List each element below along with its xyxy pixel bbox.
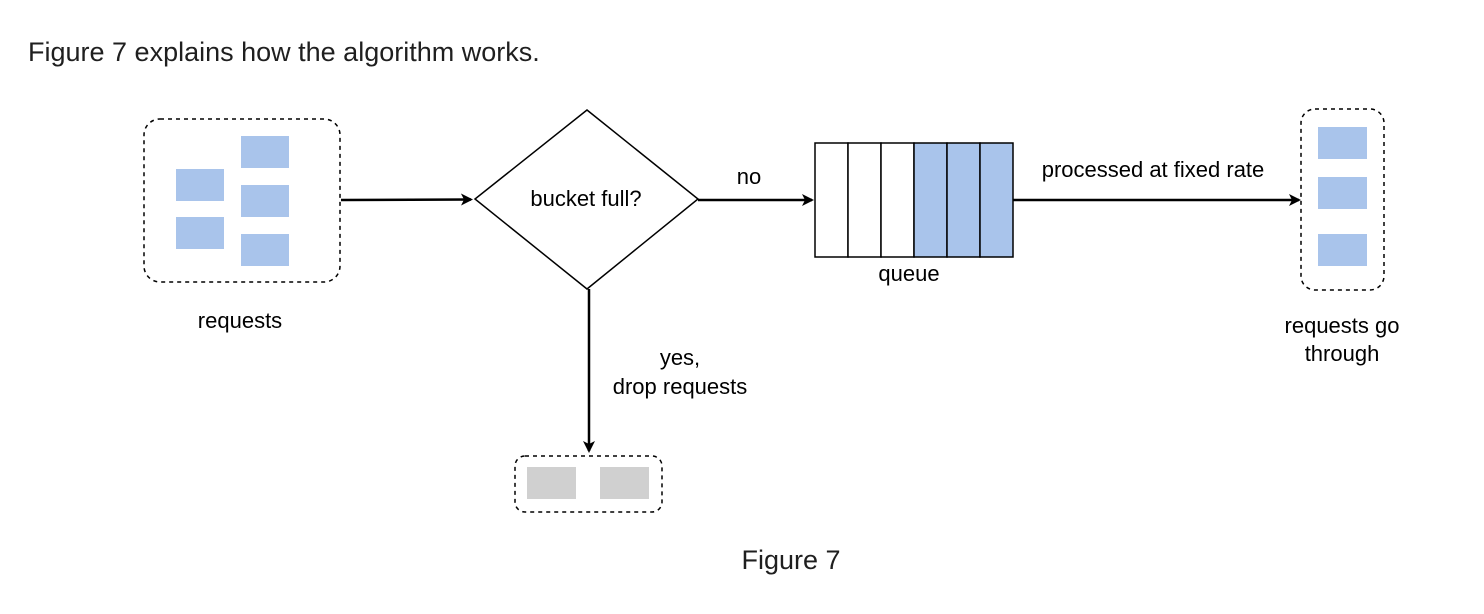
request-block <box>176 217 224 249</box>
output-label-line1: requests go <box>1285 313 1400 338</box>
queue-slot-empty <box>847 142 882 258</box>
request-block <box>1318 234 1367 266</box>
request-block <box>241 234 289 266</box>
incoming-requests-container <box>143 118 341 283</box>
incoming-requests-group: requests <box>143 118 341 333</box>
yes-label-line1: yes, <box>660 345 700 370</box>
figure-caption: Figure 7 <box>741 545 841 575</box>
queue-slot-filled <box>946 142 981 258</box>
request-block <box>241 136 289 168</box>
request-block <box>1318 177 1367 209</box>
output-label-line2: through <box>1305 341 1380 366</box>
queue: queue <box>814 142 1014 286</box>
dropped-request-block <box>600 467 649 499</box>
decision-diamond <box>473 109 700 290</box>
requests-label: requests <box>198 308 282 333</box>
dropped-requests-container <box>514 455 663 513</box>
request-block <box>1318 127 1367 159</box>
request-block <box>241 185 289 217</box>
queue-label: queue <box>878 261 939 286</box>
queue-slot-filled <box>913 142 948 258</box>
dropped-requests-group <box>514 455 663 513</box>
intro-text: Figure 7 explains how the algorithm work… <box>28 37 540 67</box>
arrow-to-decision <box>340 193 473 206</box>
dropped-request-block <box>527 467 576 499</box>
output-requests-group: requests go through <box>1285 108 1400 366</box>
yes-label-line2: drop requests <box>613 374 748 399</box>
decision-node: bucket full? <box>473 109 700 290</box>
processed-label: processed at fixed rate <box>1042 157 1265 182</box>
request-block <box>176 169 224 201</box>
output-requests-container <box>1300 108 1385 291</box>
queue-slot-empty <box>880 142 915 258</box>
queue-slot-empty <box>814 142 849 258</box>
queue-slot-filled <box>979 142 1014 258</box>
no-label: no <box>737 164 761 189</box>
decision-label: bucket full? <box>530 186 641 211</box>
